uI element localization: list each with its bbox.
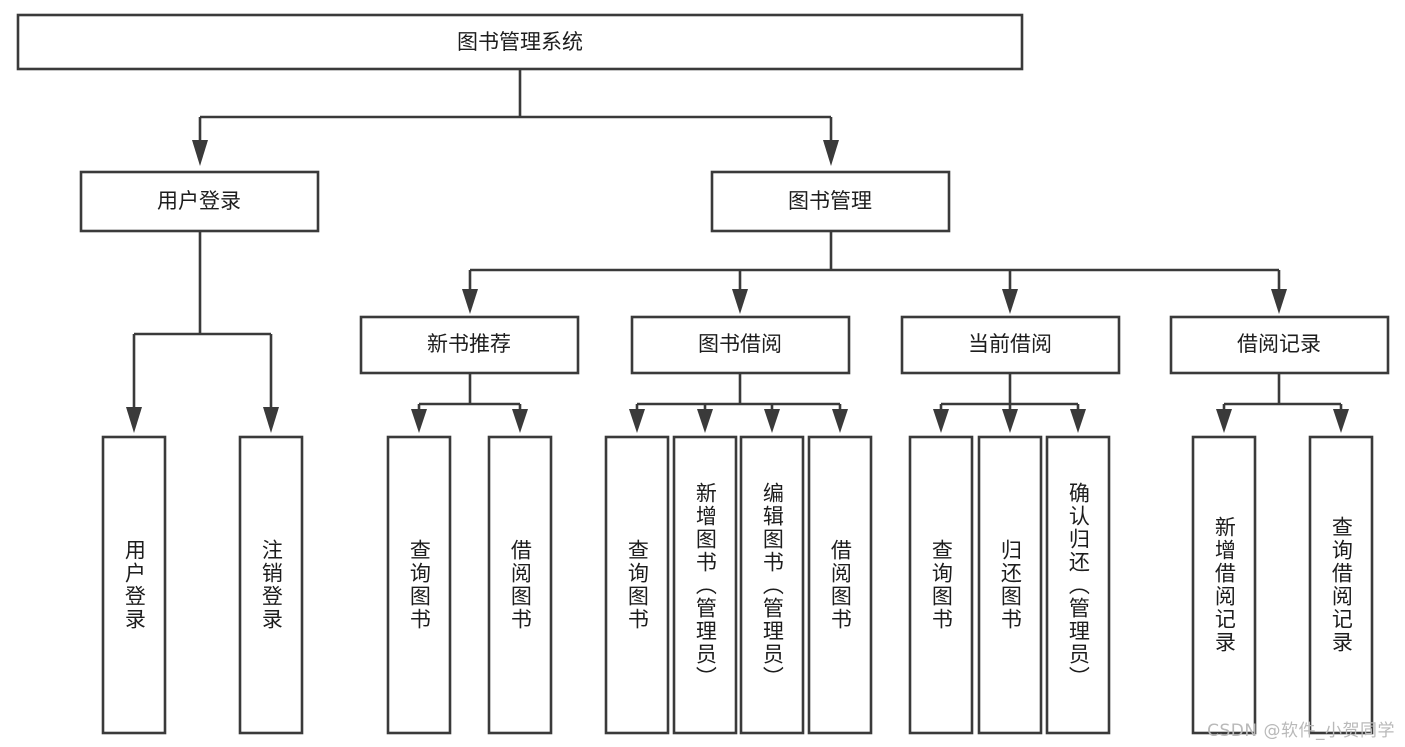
leaf-box-current-query[interactable] xyxy=(908,435,974,735)
node-user-login[interactable]: 用户登录 xyxy=(79,170,320,233)
arrow-book-c1 xyxy=(462,289,478,314)
connector-group-borrow-book xyxy=(629,374,848,433)
arrow-current-l2 xyxy=(1002,409,1018,433)
node-current-borrow[interactable]: 当前借阅 xyxy=(900,315,1121,375)
node-book-borrow-box[interactable] xyxy=(630,315,851,375)
arrow-book-c3 xyxy=(1002,289,1018,314)
node-user-login-box[interactable] xyxy=(79,170,320,233)
node-current-borrow-box[interactable] xyxy=(900,315,1121,375)
arrow-borrow-l2 xyxy=(697,409,713,433)
leaf-box-record-add[interactable] xyxy=(1191,435,1257,735)
node-root-box[interactable] xyxy=(16,13,1024,71)
node-borrow-record-box[interactable] xyxy=(1169,315,1390,375)
node-new-book[interactable]: 新书推荐 xyxy=(359,315,580,375)
arrow-newbook-l2 xyxy=(512,409,528,433)
leaf-box-borrow-query[interactable] xyxy=(604,435,670,735)
arrow-user-leaf1 xyxy=(126,407,142,433)
node-book-borrow[interactable]: 图书借阅 xyxy=(630,315,851,375)
leaf-box-current-return[interactable] xyxy=(977,435,1043,735)
leaf-box-logout[interactable] xyxy=(238,435,304,735)
arrow-borrow-l1 xyxy=(629,409,645,433)
node-book-manage[interactable]: 图书管理 xyxy=(710,170,951,233)
leaf-box-newbook-query[interactable] xyxy=(386,435,452,735)
node-root[interactable]: 图书管理系统 xyxy=(16,13,1024,71)
node-new-book-label: 新书推荐 xyxy=(427,332,511,356)
node-borrow-record-label: 借阅记录 xyxy=(1237,332,1321,356)
arrow-record-l1 xyxy=(1216,409,1232,433)
arrow-user-leaf2 xyxy=(263,407,279,433)
arrow-current-l3 xyxy=(1070,409,1086,433)
arrow-root-to-user xyxy=(192,140,208,166)
node-user-login-label: 用户登录 xyxy=(157,189,241,213)
arrow-book-c4 xyxy=(1271,289,1287,314)
leaf-box-record-query[interactable] xyxy=(1308,435,1374,735)
connector-group-root xyxy=(192,69,839,166)
arrow-newbook-l1 xyxy=(411,409,427,433)
arrow-book-c2 xyxy=(732,289,748,314)
connector-group-book-manage xyxy=(462,232,1287,314)
leaf-box-borrow-lend[interactable] xyxy=(807,435,873,735)
node-root-label: 图书管理系统 xyxy=(457,30,583,54)
arrow-borrow-l3 xyxy=(764,409,780,433)
node-book-manage-label: 图书管理 xyxy=(788,189,872,213)
leaf-box-user-login[interactable] xyxy=(101,435,167,735)
node-new-book-box[interactable] xyxy=(359,315,580,375)
leaf-box-newbook-borrow[interactable] xyxy=(487,435,553,735)
arrow-current-l1 xyxy=(933,409,949,433)
arrow-record-l2 xyxy=(1333,409,1349,433)
leaf-box-borrow-edit[interactable] xyxy=(739,435,805,735)
connector-group-current-borrow xyxy=(933,374,1086,433)
connector-group-user-login xyxy=(126,232,279,433)
watermark-text: CSDN @软件_小贺同学 xyxy=(1207,721,1395,741)
node-book-borrow-label: 图书借阅 xyxy=(698,332,782,356)
leaf-boxes xyxy=(101,435,1374,735)
connector-group-borrow-record xyxy=(1216,374,1349,433)
node-borrow-record[interactable]: 借阅记录 xyxy=(1169,315,1390,375)
connector-group-new-book xyxy=(411,374,528,433)
node-book-manage-box[interactable] xyxy=(710,170,951,233)
arrow-borrow-l4 xyxy=(832,409,848,433)
leaf-box-current-confirm[interactable] xyxy=(1045,435,1111,735)
node-current-borrow-label: 当前借阅 xyxy=(968,332,1052,356)
leaf-box-borrow-add[interactable] xyxy=(672,435,738,735)
arrow-root-to-book xyxy=(823,140,839,166)
